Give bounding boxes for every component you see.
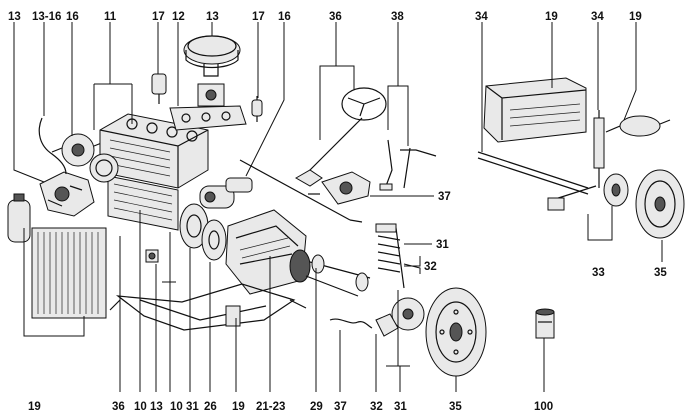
rear-wheel xyxy=(635,169,685,239)
alternator xyxy=(199,185,235,209)
callout-13-16: 13-16 xyxy=(32,11,61,23)
front-strut xyxy=(375,223,405,289)
brake-hose xyxy=(329,318,373,329)
callout-13: 13 xyxy=(8,11,21,23)
gearbox xyxy=(225,209,311,295)
callout-31: 31 xyxy=(186,401,199,413)
clutch-assembly xyxy=(179,203,227,261)
callout-35: 35 xyxy=(449,401,462,413)
callout-19: 19 xyxy=(232,401,245,413)
fuel-pump xyxy=(151,73,167,104)
callout-32: 32 xyxy=(370,401,383,413)
pedal-assembly xyxy=(379,139,437,191)
ignition-coil xyxy=(225,177,253,193)
rear-hub xyxy=(603,173,629,207)
brake-servo xyxy=(308,171,371,205)
exhaust-muffler xyxy=(605,115,671,137)
expansion-tank xyxy=(7,193,31,243)
callout-19: 19 xyxy=(545,11,558,23)
callout-17: 17 xyxy=(252,11,265,23)
intake-manifold xyxy=(169,105,247,131)
callout-19: 19 xyxy=(629,11,642,23)
rear-axle-beam xyxy=(477,151,597,211)
engine-block xyxy=(89,113,209,231)
callout-36: 36 xyxy=(329,11,342,23)
steering-assembly xyxy=(239,87,387,223)
callout-34: 34 xyxy=(475,11,488,23)
callout-26: 26 xyxy=(204,401,217,413)
callout-33: 33 xyxy=(592,267,605,279)
radiator xyxy=(31,227,107,319)
fuel-filter xyxy=(251,96,263,122)
callout-16: 16 xyxy=(66,11,79,23)
callouts-bottom: 19 36 10 13 10 31 26 19 21-23 29 37 32 3… xyxy=(28,401,553,413)
callout-10: 10 xyxy=(134,401,147,413)
callout-19: 19 xyxy=(28,401,41,413)
fuel-tank xyxy=(483,77,587,143)
air-filter xyxy=(183,35,241,77)
subframe xyxy=(109,283,307,331)
callout-13: 13 xyxy=(206,11,219,23)
callout-16: 16 xyxy=(278,11,291,23)
callout-11: 11 xyxy=(104,11,117,23)
callout-29: 29 xyxy=(310,401,323,413)
callout-32: 32 xyxy=(424,261,437,273)
leader-lines xyxy=(13,22,663,392)
rear-shock xyxy=(593,110,605,188)
callout-12: 12 xyxy=(172,11,185,23)
callout-34: 34 xyxy=(591,11,604,23)
callout-31: 31 xyxy=(394,401,407,413)
callout-36: 36 xyxy=(112,401,125,413)
callout-37: 37 xyxy=(334,401,347,413)
drive-shafts xyxy=(305,254,371,297)
engine-mount xyxy=(145,249,159,263)
callout-10: 10 xyxy=(170,401,183,413)
water-pump xyxy=(51,133,105,167)
callout-31: 31 xyxy=(436,239,449,251)
callout-37: 37 xyxy=(438,191,451,203)
front-hub xyxy=(375,297,425,337)
callout-100: 100 xyxy=(534,401,553,413)
part-100-canister xyxy=(535,308,555,339)
callout-35: 35 xyxy=(654,267,667,279)
carburettor xyxy=(197,83,225,107)
front-wheel xyxy=(425,287,487,377)
callout-21-23: 21-23 xyxy=(256,401,285,413)
callout-38: 38 xyxy=(391,11,404,23)
callout-13: 13 xyxy=(150,401,163,413)
callouts-side: 37 31 32 33 35 xyxy=(424,191,667,279)
coolant-hose xyxy=(38,117,67,175)
left-ancillary-unit xyxy=(39,171,95,217)
callouts-top: 13 13-16 16 11 17 12 13 17 16 36 38 34 1… xyxy=(8,11,642,23)
callout-17: 17 xyxy=(152,11,165,23)
